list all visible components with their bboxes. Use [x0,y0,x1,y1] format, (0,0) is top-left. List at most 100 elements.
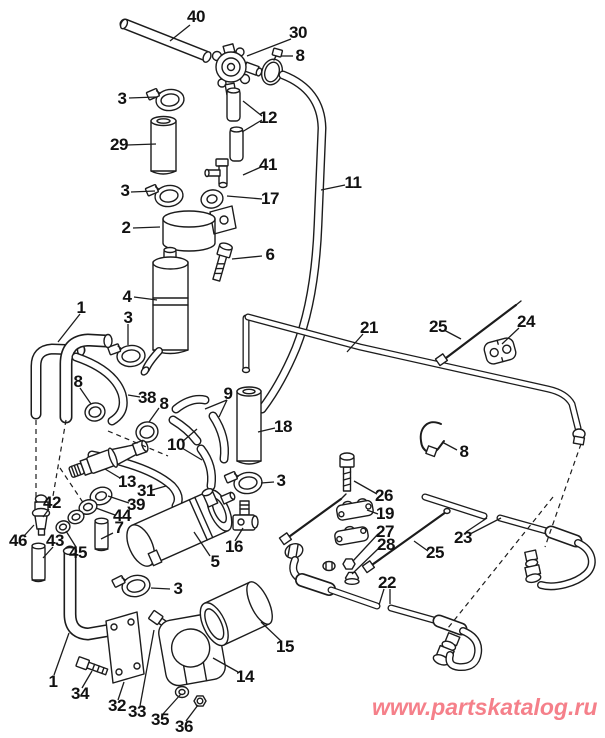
part-callout-1: 1 [76,298,86,317]
part-38-hose-drawing [71,352,128,426]
leader-line-1 [53,632,70,676]
part-callout-2: 2 [121,218,131,237]
part-6-bolt-drawing [212,242,233,282]
part-8-25-straps-bottom-drawing [278,493,451,574]
part-5-canister-drawing [126,487,236,567]
part-callout-33: 33 [128,702,146,721]
part-callout-44: 44 [113,506,131,525]
part-callout-11: 11 [344,173,362,192]
leader-line-10 [181,428,198,443]
part-callout-25: 25 [429,317,447,336]
leader-line-23 [469,517,502,535]
part-callout-3: 3 [117,89,127,108]
part-17-grommet-drawing [200,189,224,209]
part-callout-45: 45 [69,543,87,562]
leader-line-32 [117,681,125,701]
leader-line-38 [127,394,141,398]
part-3-clamp-drawing [145,84,187,115]
part-callout-14: 14 [236,667,254,686]
part-21-fuel-line-drawing [241,313,586,446]
leader-line-34 [81,670,93,689]
part-callout-18: 18 [274,417,292,436]
watermark-text: www.partskatalog.ru [372,694,598,720]
part-callout-25: 25 [426,543,444,562]
part-9-10-hoses-drawing [168,394,229,491]
part-callout-16: 16 [225,537,243,556]
leader-line-29 [126,143,157,146]
leader-line-22 [378,588,385,606]
leader-line-17 [226,195,263,200]
part-callout-10: 10 [167,435,185,454]
part-callout-3: 3 [123,308,133,327]
leader-line-2 [132,226,161,229]
part-callout-3: 3 [120,181,130,200]
part-callout-15: 15 [276,637,294,656]
part-callout-24: 24 [517,312,535,331]
part-callout-21: 21 [360,318,378,337]
leader-line-23 [465,517,488,533]
part-callout-40: 40 [187,7,205,26]
leader-line-1 [57,313,81,343]
leader-line-10 [181,447,203,461]
leader-line-15 [260,621,282,642]
part-callout-3: 3 [276,471,286,490]
leader-line-5 [193,531,211,557]
part-11-hose-drawing [257,70,327,414]
leader-line-39 [107,495,130,504]
part-34-bolt-drawing [75,656,109,676]
leader-line-44 [95,507,116,516]
leader-line-7 [100,532,114,540]
leader-line-11 [320,184,346,191]
part-callout-8: 8 [459,442,469,461]
leader-line-8 [79,387,92,405]
part-callout-35: 35 [151,710,169,729]
part-callout-13: 13 [118,472,136,491]
leader-line-12 [241,119,263,133]
leader-line-4 [133,296,158,301]
leader-line-35 [162,693,182,715]
leader-line-8 [148,407,160,423]
part-callout-17: 17 [261,189,279,208]
part-callout-42: 42 [43,493,61,512]
part-callout-6: 6 [265,245,275,264]
leader-line-3 [260,481,275,484]
part-13-connector-drawing [68,439,149,478]
part-26-bolt-drawing [339,452,355,492]
part-callout-28: 28 [377,535,395,554]
part-callout-22: 22 [378,573,396,592]
part-callout-32: 32 [108,696,126,715]
part-callout-26: 26 [375,486,393,505]
leader-line-28 [351,547,380,575]
part-callout-12: 12 [259,108,277,127]
part-callout-34: 34 [71,684,89,703]
leader-line-41 [242,166,262,176]
leader-line-6 [231,255,263,260]
leader-line-19 [366,509,379,515]
leader-line-46 [23,524,35,537]
leader-line-21 [346,333,364,353]
leader-line-3 [128,96,157,99]
leader-line-9 [218,399,228,418]
part-callout-23: 23 [454,528,472,547]
part-12-tubes-drawing [226,87,244,162]
part-callout-4: 4 [122,287,132,306]
part-15-sleeve-drawing [199,581,273,647]
part-32-plate-drawing [105,611,145,684]
part-30-pump-drawing [211,43,263,96]
part-callout-43: 43 [46,531,64,550]
part-23-hose-assembly-drawing [421,493,596,591]
part-25-strap-top-drawing [434,300,522,367]
dashed-alignment-lines [35,419,582,629]
leader-line-9 [204,399,228,410]
leader-line-45 [65,530,77,548]
part-7-tube-drawing [94,517,109,552]
part-callout-19: 19 [376,504,394,523]
leader-line-24 [501,327,520,345]
leader-line-25 [413,540,429,552]
leader-line-8 [441,441,458,451]
part-41-fitting-drawing [204,158,229,189]
part-callout-7: 7 [114,518,124,537]
part-3-clamp-drawing [110,569,153,602]
part-40-hose-drawing [119,18,212,63]
